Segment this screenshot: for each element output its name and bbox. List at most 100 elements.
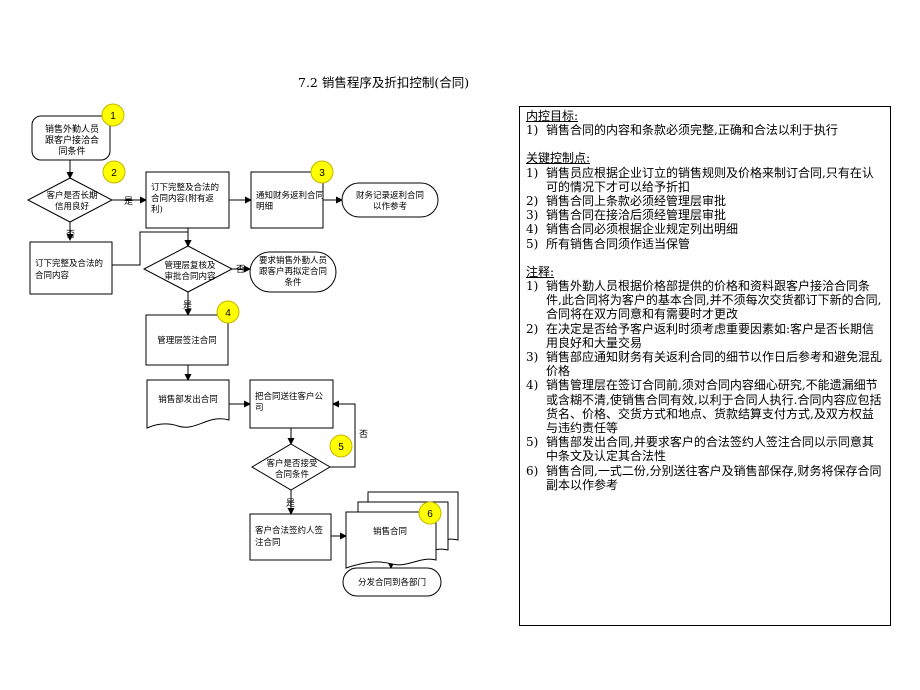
decision-credit-line-2: 信用良好 (55, 201, 90, 212)
key-point-item-text: 销售合同上条款必须经管理层审批 (546, 194, 727, 209)
marker-4: 4 (216, 300, 240, 324)
process-send-customer: 把合同送往客户公 司 (249, 379, 334, 429)
redraft-line-2: 跟客户再拟定合同 (259, 266, 327, 277)
draft-line-3: 利) (151, 204, 163, 215)
redraft-line-1: 要求销售外勤人员 (259, 255, 327, 266)
note-item-number: 4) (526, 378, 539, 393)
key-point-item-text: 销售合同必须根据企业规定列出明细 (546, 222, 739, 237)
key-point-item-text: 所有销售合同须作适当保管 (546, 236, 691, 251)
note-item-number: 5) (526, 435, 539, 450)
finance-line-2: 以作参考 (373, 201, 407, 212)
label-yes-review: 是 (183, 300, 192, 311)
decision-credit: 客户是否长期 信用良好 (26, 177, 114, 223)
note-item: 5) 销售部发出合同,并要求客户的合法签约人签注合同以示同意其中条文及认定其合法性 (526, 435, 884, 463)
key-point-item-text: 销售员应根据企业订立的销售规则及价格来制订合同,只有在认可的情况下才可以给予折扣 (546, 165, 874, 194)
start-line-1: 销售外勤人员 (45, 123, 99, 135)
svg-text:6: 6 (427, 509, 433, 520)
process-management-sign: 管理层签注合同 (145, 314, 229, 366)
label-no-credit: 否 (66, 229, 75, 240)
draft-line-1: 订下完整及合法的 (151, 182, 219, 193)
terminator-finance-record: 财务记录返利合同 以作参考 (341, 182, 439, 218)
note-item-number: 2) (526, 321, 539, 336)
page-title: 7.2 销售程序及折扣控制(合同) (298, 75, 470, 90)
note-item-text: 在决定是否给予客户返利时须考虑重要因素如:客户是否长期信用良好和大量交易 (546, 321, 875, 350)
draft-line-2: 合同内容(附有返 (151, 193, 214, 204)
note-item: 6) 销售合同,一式二份,分别送往客户及销售部保存,财务将保存合同副本以作参考 (526, 464, 884, 492)
start-line-3: 同条件 (58, 145, 85, 157)
key-point-item-number: 2) (526, 194, 539, 209)
decision-management-review: 管理层复核及 审批合同内容 (142, 245, 234, 293)
note-item-number: 1) (526, 279, 539, 294)
note-item-text: 销售外勤人员根据价格部提供的价格和资料跟客户接洽合同条件,此合同将为客户的基本合… (546, 279, 882, 322)
notify-line-2: 明细 (256, 201, 273, 212)
contract-label: 销售合同 (373, 526, 407, 537)
note-item: 1) 销售外勤人员根据价格部提供的价格和资料跟客户接洽合同条件,此合同将为客户的基… (526, 279, 884, 322)
customer-sign-line-1: 客户合法签约人签 (255, 525, 324, 536)
label-yes-credit: 是 (124, 196, 133, 207)
notes-title: 注释: (526, 264, 555, 279)
note-item-number: 6) (526, 463, 539, 478)
start-line-2: 跟客户接洽合 (45, 134, 99, 146)
svg-text:1: 1 (110, 111, 116, 122)
key-point-item: 4) 销售合同必须根据企业规定列出明细 (526, 222, 884, 236)
notify-line-1: 通知财务返利合同 (256, 190, 324, 201)
terminator-redraft: 要求销售外勤人员 跟客户再拟定合同 条件 (249, 251, 337, 293)
send-line-2: 司 (255, 403, 264, 413)
distribute-label: 分发合同到各部门 (358, 577, 426, 588)
note-item: 2) 在决定是否给予客户返利时须考虑重要因素如:客户是否长期信用良好和大量交易 (526, 322, 884, 350)
customer-sign-line-2: 注合同 (255, 537, 281, 548)
draft-plain-line-1: 订下完整及合法的 (35, 258, 103, 269)
accept-line-2: 合同条件 (275, 469, 310, 480)
note-item-text: 销售管理层在签订合同前,须对合同内容细心研究,不能遗漏细节或含糊不清,使销售合同… (546, 378, 882, 436)
note-item-text: 销售部应通知财务有关返利合同的细节以作日后参考和避免混乱价格 (546, 350, 883, 379)
description-panel: 内控目标: 1) 销售合同的内容和条款必须完整,正确和合法以利于执行 关键控制点:… (519, 106, 891, 626)
marker-6: 6 (418, 501, 442, 525)
note-item-number: 3) (526, 350, 539, 365)
key-point-item: 5) 所有销售合同须作适当保管 (526, 237, 884, 251)
svg-text:3: 3 (319, 168, 325, 179)
decision-credit-line-1: 客户是否长期 (46, 190, 97, 201)
label-no-review: 否 (236, 264, 245, 275)
note-item-text: 销售合同,一式二份,分别送往客户及销售部保存,财务将保存合同副本以作参考 (546, 463, 882, 492)
start-node: 销售外勤人员 跟客户接洽合 同条件 (31, 115, 111, 161)
key-point-item: 2) 销售合同上条款必须经管理层审批 (526, 194, 884, 208)
flowchart: 销售外勤人员 跟客户接洽合 同条件 客户是否长期 信用良好 是 否 订下完整及合… (26, 103, 459, 597)
step-markers: 1 2 3 4 5 6 (101, 103, 442, 525)
process-customer-sign: 客户合法签约人签 注合同 (249, 513, 332, 561)
process-draft-rebate: 订下完整及合法的 合同内容(附有返 利) (145, 171, 230, 229)
issue-label: 销售部发出合同 (158, 394, 218, 405)
objective-item-number: 1) (526, 123, 539, 138)
sign-label: 管理层签注合同 (157, 335, 217, 346)
note-item: 3) 销售部应通知财务有关返利合同的细节以作日后参考和避免混乱价格 (526, 350, 884, 378)
svg-text:4: 4 (225, 308, 231, 319)
draft-plain-line-2: 合同内容 (35, 270, 70, 281)
redraft-line-3: 条件 (284, 277, 302, 288)
objective-item: 1) 销售合同的内容和条款必须完整,正确和合法以利于执行 (526, 123, 884, 137)
marker-2: 2 (102, 160, 126, 184)
key-points-title: 关键控制点: (526, 151, 591, 166)
key-points-list: 1) 销售员应根据企业订立的销售规则及价格来制订合同,只有在认可的情况下才可以给予… (526, 166, 884, 251)
svg-text:5: 5 (338, 442, 344, 453)
multi-document-contract: 销售合同 (345, 491, 459, 569)
objective-list: 1) 销售合同的内容和条款必须完整,正确和合法以利于执行 (526, 123, 884, 137)
terminator-distribute: 分发合同到各部门 (342, 567, 442, 597)
note-item-text: 销售部发出合同,并要求客户的合法签约人签注合同以示同意其中条文及认定其合法性 (546, 435, 874, 464)
notes-list: 1) 销售外勤人员根据价格部提供的价格和资料跟客户接洽合同条件,此合同将为客户的基… (526, 279, 884, 492)
note-item: 4) 销售管理层在签订合同前,须对合同内容细心研究,不能遗漏细节或含糊不清,使销售… (526, 378, 884, 435)
objective-title: 内控目标: (526, 109, 579, 123)
review-line-2: 审批合同内容 (164, 271, 216, 282)
label-yes-accept: 是 (286, 498, 295, 509)
key-point-item-number: 1) (526, 165, 539, 180)
review-line-1: 管理层复核及 (164, 260, 216, 271)
send-line-1: 把合同送往客户公 (255, 391, 324, 402)
svg-text:2: 2 (111, 168, 117, 179)
key-point-item-number: 4) (526, 222, 539, 237)
objective-item-text: 销售合同的内容和条款必须完整,正确和合法以利于执行 (546, 123, 838, 138)
document-issue-contract: 销售部发出合同 (146, 379, 230, 429)
key-point-item-number: 3) (526, 208, 539, 223)
marker-3: 3 (310, 160, 334, 184)
key-point-item-number: 5) (526, 236, 539, 251)
marker-5: 5 (329, 434, 353, 458)
accept-line-1: 客户是否接受 (266, 458, 318, 469)
process-notify-finance: 通知财务返利合同 明细 (250, 171, 324, 229)
